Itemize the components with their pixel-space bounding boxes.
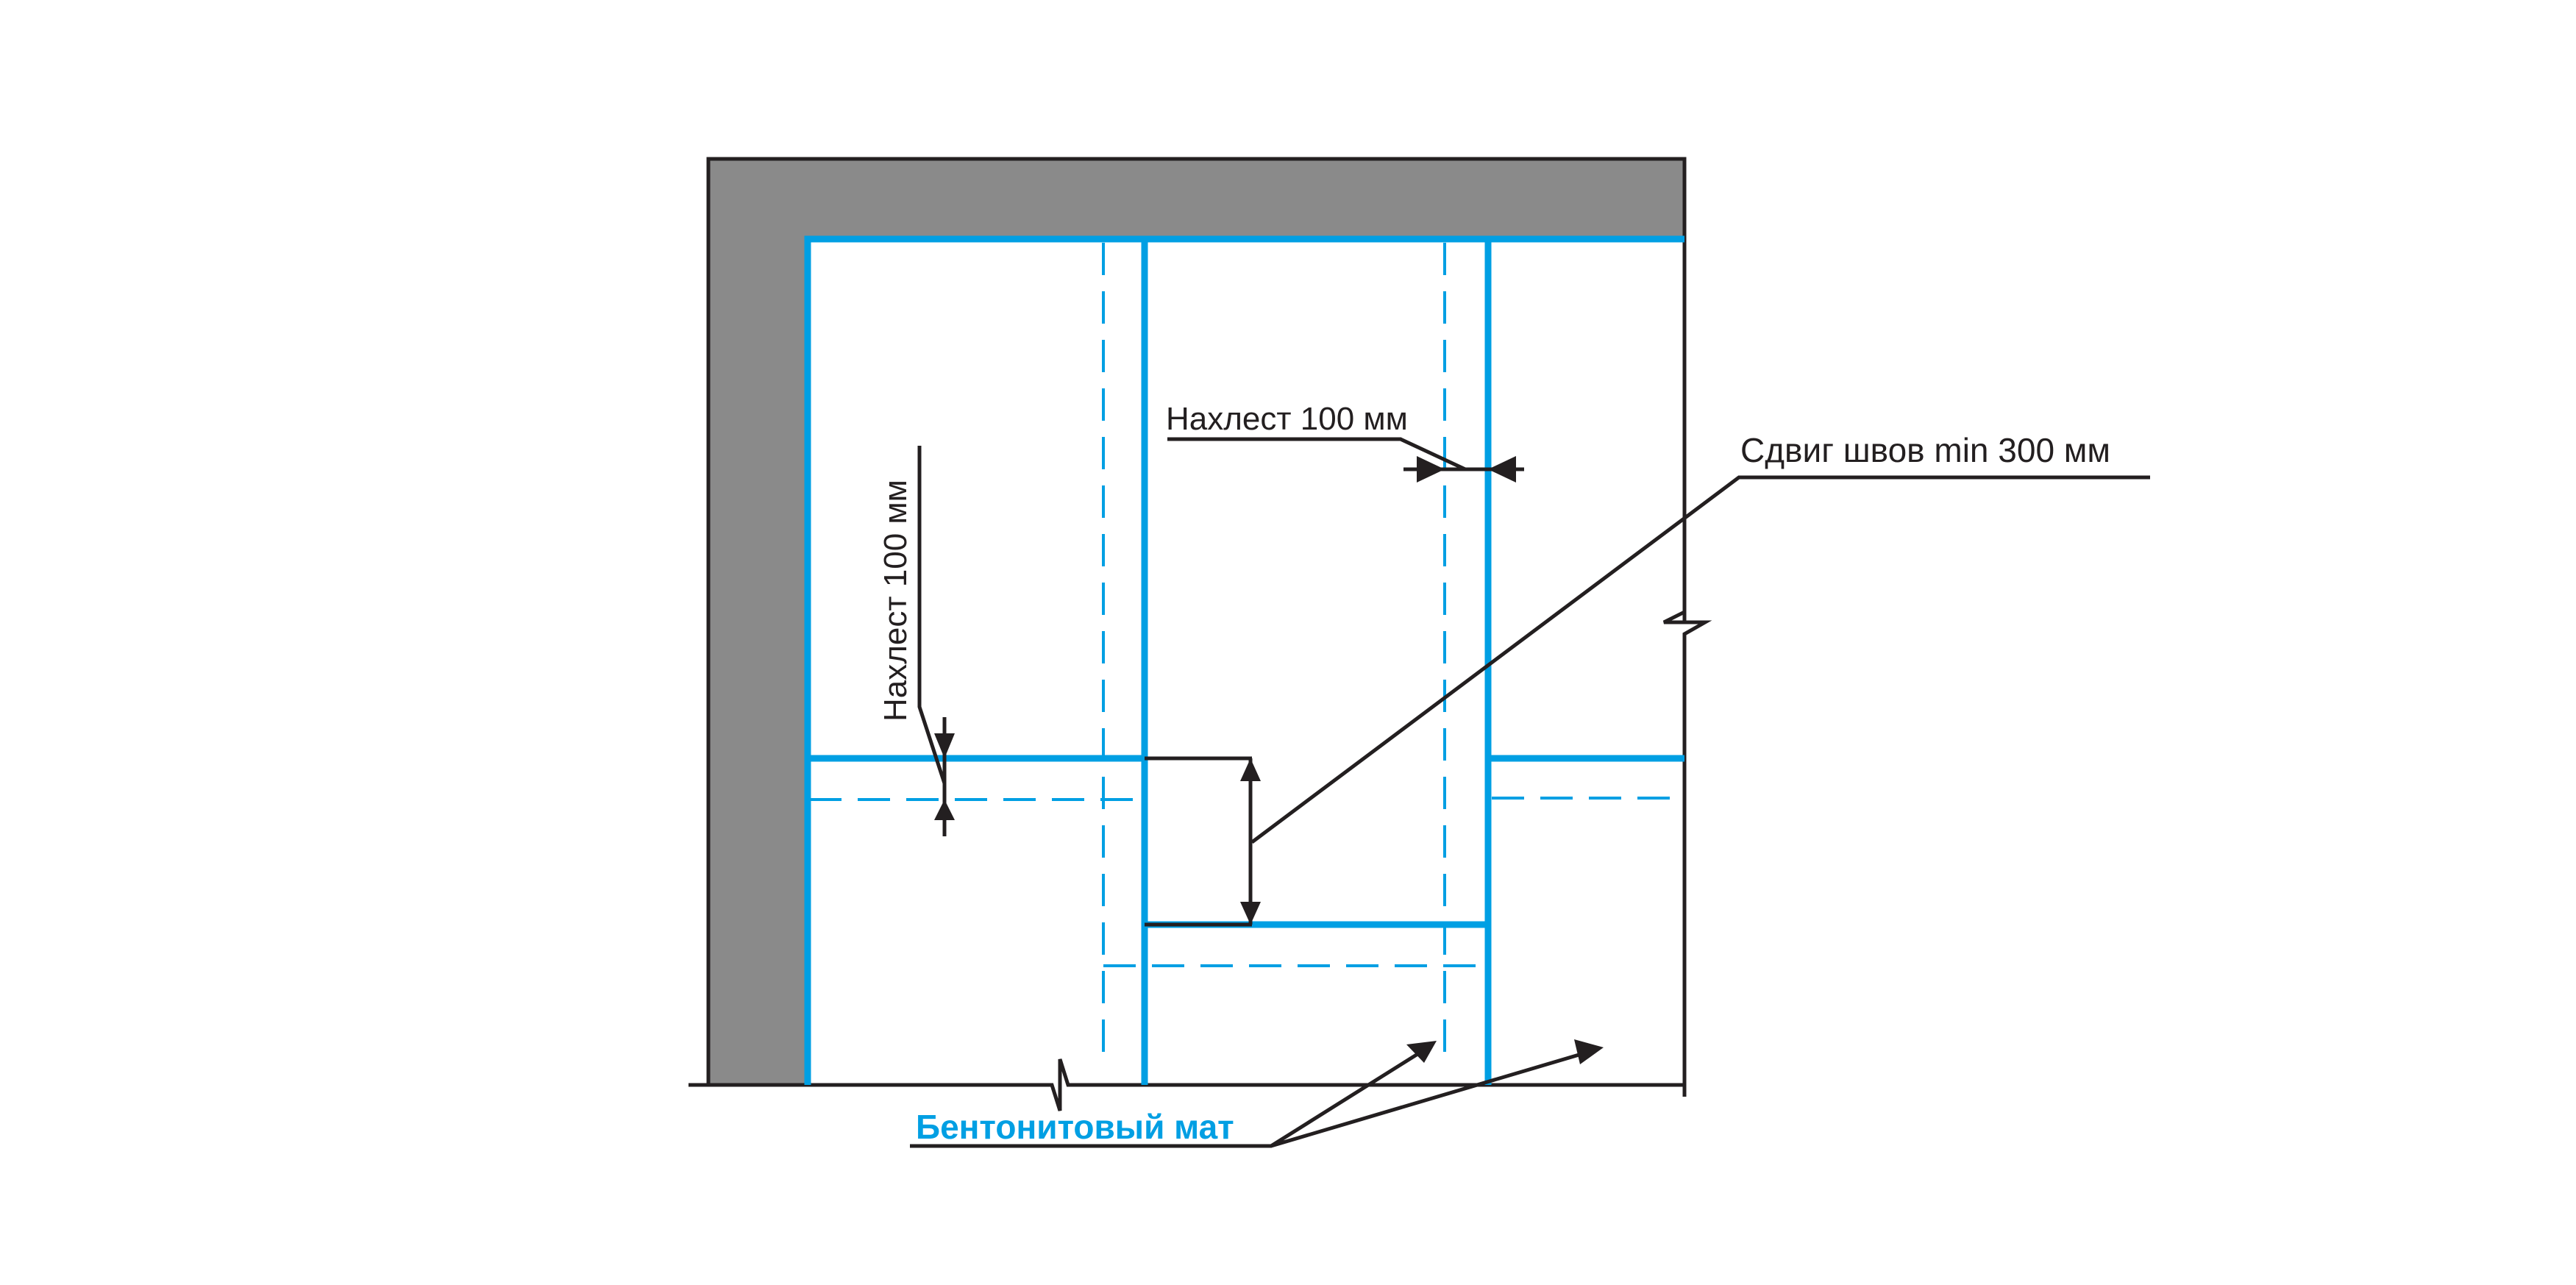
concrete-wall — [706, 157, 1687, 1087]
ground-line — [689, 1058, 1684, 1111]
right-boundary-line — [1662, 159, 1712, 1097]
arrow-icon — [1574, 1039, 1604, 1064]
seam-offset-label: Сдвиг швов min 300 мм — [1740, 431, 2110, 469]
arrow-left-icon — [1488, 456, 1516, 483]
mat-seams — [804, 235, 1684, 1085]
overlap-horizontal-label: Нахлест 100 мм — [1166, 401, 1408, 437]
arrow-up-icon — [1240, 758, 1261, 781]
arrow-down-icon — [934, 733, 955, 758]
overlap-vertical-callout: Нахлест 100 мм — [878, 446, 955, 836]
seam-offset-callout: Сдвиг швов min 300 мм — [1145, 431, 2150, 927]
arrow-up-icon — [934, 800, 955, 820]
arrow-right-icon — [1417, 456, 1445, 483]
overlap-vertical-label: Нахлест 100 мм — [878, 480, 914, 722]
arrow-down-icon — [1240, 902, 1261, 925]
overlap-dashed-lines — [809, 243, 1684, 1067]
material-label: Бентонитовый мат — [916, 1108, 1234, 1146]
material-callout: Бентонитовый мат — [910, 1039, 1604, 1148]
arrow-icon — [1406, 1041, 1437, 1063]
overlap-horizontal-callout: Нахлест 100 мм — [1166, 401, 1524, 483]
